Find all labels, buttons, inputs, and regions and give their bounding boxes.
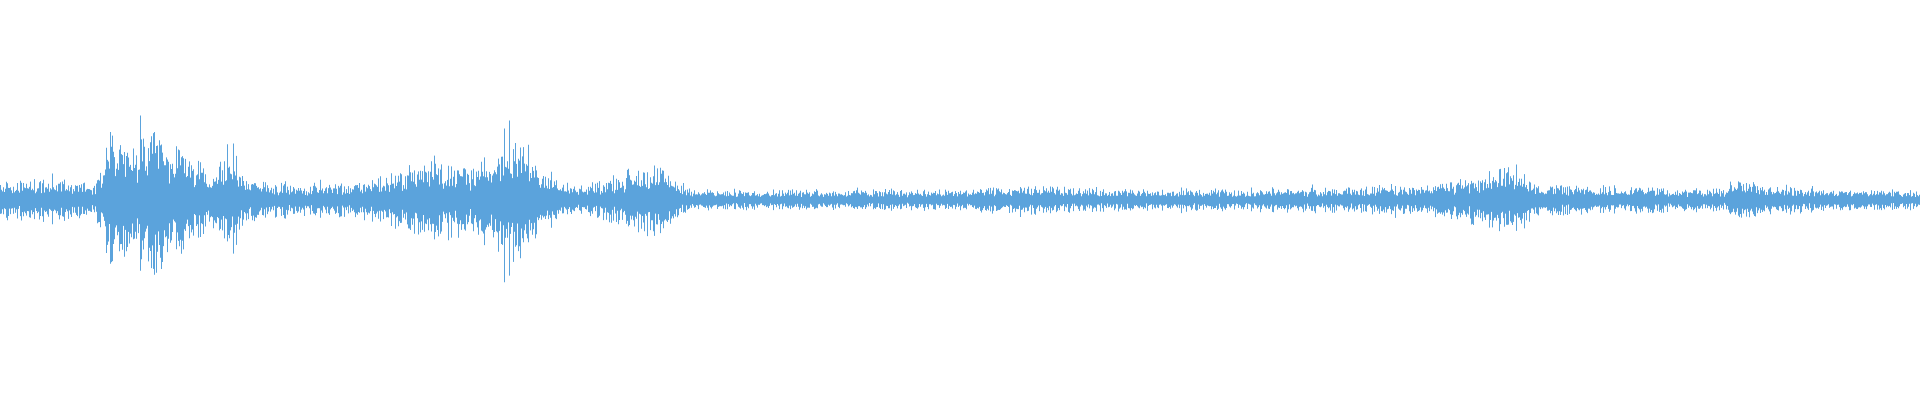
waveform-bars: [0, 115, 1920, 283]
waveform-path: [0, 115, 1920, 283]
